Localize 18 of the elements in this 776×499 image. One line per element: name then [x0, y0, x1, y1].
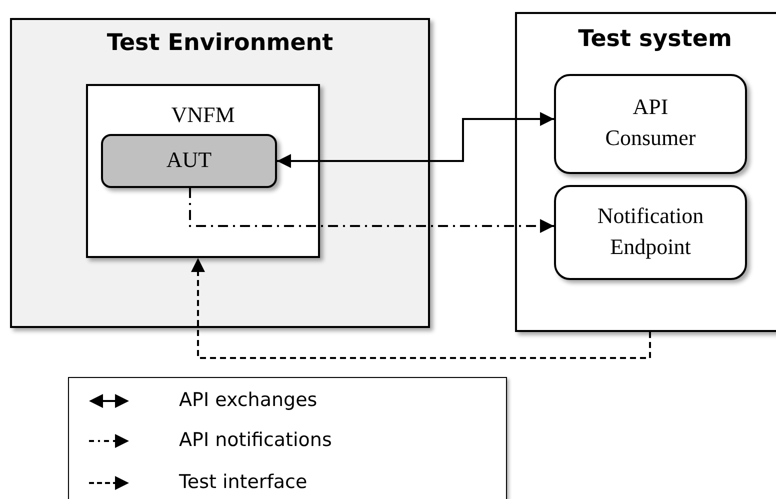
legend-label: API notifications: [179, 429, 332, 451]
consumer-box: [554, 74, 747, 174]
panel-title: Test Environment: [106, 30, 334, 56]
arrow: [277, 112, 554, 168]
system-panel: [515, 12, 776, 332]
box-label: API Consumer: [604, 93, 697, 152]
arrow: [191, 258, 651, 359]
panel-title: Test system: [577, 26, 733, 52]
box-label: Notification Endpoint: [596, 202, 705, 261]
aut-box: [101, 134, 277, 188]
vnfm-box: [86, 84, 320, 258]
environment-panel: [10, 18, 430, 328]
endpoint-box: [554, 185, 747, 280]
arrow: [189, 188, 554, 233]
legend-label: Test interface: [179, 471, 308, 493]
box-title: VNFM: [170, 101, 236, 129]
legend-label: API exchanges: [179, 389, 318, 411]
box-label: AUT: [165, 146, 213, 174]
